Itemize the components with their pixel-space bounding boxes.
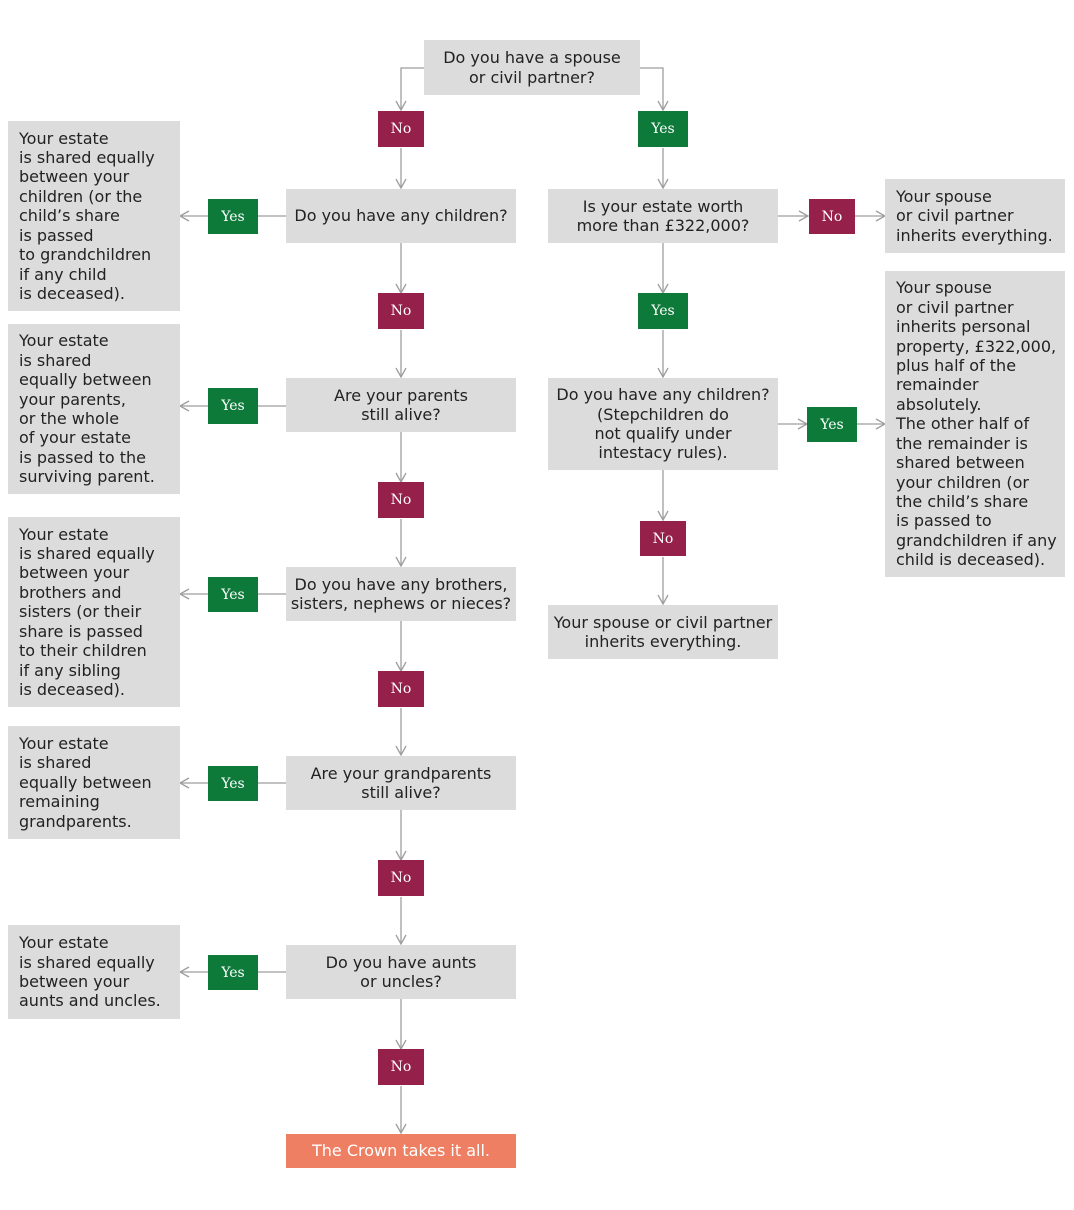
yes-label: Yes xyxy=(208,955,258,990)
outcome-spouse-under-threshold: Your spouse or civil partner inherits ev… xyxy=(885,179,1065,253)
connector-spouse-yes xyxy=(640,67,669,112)
outcome-grandparents: Your estate is shared equally between re… xyxy=(8,726,180,839)
outcome-spouse-no-children: Your spouse or civil partner inherits ev… xyxy=(548,605,778,659)
outcome-crown: The Crown takes it all. xyxy=(286,1134,516,1168)
outcome-siblings: Your estate is shared equally between yo… xyxy=(8,517,180,707)
yes-label: Yes xyxy=(208,388,258,424)
connector-spouse-no xyxy=(395,67,424,112)
yes-label: Yes xyxy=(208,766,258,801)
question-children: Do you have any children? xyxy=(286,189,516,243)
yes-label: Yes xyxy=(807,407,857,442)
no-label: No xyxy=(378,293,424,329)
no-label: No xyxy=(378,1049,424,1085)
yes-label: Yes xyxy=(208,199,258,234)
no-label: No xyxy=(809,199,855,234)
outcome-aunts-uncles: Your estate is shared equally between yo… xyxy=(8,925,180,1019)
yes-label: Yes xyxy=(638,111,688,147)
no-label: No xyxy=(378,671,424,707)
question-spouse-children: Do you have any children? (Stepchildren … xyxy=(548,378,778,470)
outcome-parents: Your estate is shared equally between yo… xyxy=(8,324,180,494)
question-siblings: Do you have any brothers, sisters, nephe… xyxy=(286,567,516,621)
question-estate-worth: Is your estate worth more than £322,000? xyxy=(548,189,778,243)
question-aunts-uncles: Do you have aunts or uncles? xyxy=(286,945,516,999)
yes-label: Yes xyxy=(208,577,258,612)
no-label: No xyxy=(640,521,686,556)
question-spouse: Do you have a spouse or civil partner? xyxy=(424,40,640,95)
question-parents: Are your parents still alive? xyxy=(286,378,516,432)
outcome-children: Your estate is shared equally between yo… xyxy=(8,121,180,311)
no-label: No xyxy=(378,860,424,896)
no-label: No xyxy=(378,482,424,518)
yes-label: Yes xyxy=(638,293,688,329)
outcome-spouse-with-children: Your spouse or civil partner inherits pe… xyxy=(885,271,1065,577)
no-label: No xyxy=(378,111,424,147)
question-grandparents: Are your grandparents still alive? xyxy=(286,756,516,810)
